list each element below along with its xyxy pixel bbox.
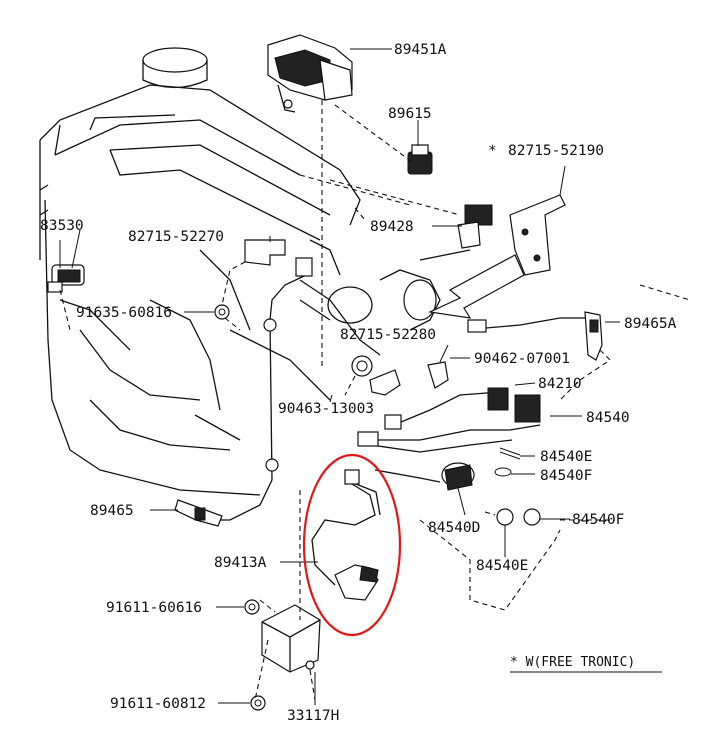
part-91611-60812 (250, 695, 266, 711)
part-83530 (47, 264, 85, 293)
label-89428: 89428 (370, 219, 414, 235)
part-labels: 89451A 89615 * 82715-52190 83530 82715-5… (40, 42, 677, 724)
part-90463-13003 (351, 355, 373, 377)
label-91611-60812: 91611-60812 (110, 696, 206, 712)
label-82715-52190: 82715-52190 (508, 143, 604, 159)
label-90462-07001: 90462-07001 (474, 351, 570, 367)
part-84540E-ring (496, 508, 514, 526)
part-89451A (267, 34, 353, 113)
label-83530: 83530 (40, 218, 84, 234)
leader-lines (59, 48, 620, 705)
part-89413A (311, 469, 381, 601)
label-84540E-upper: 84540E (540, 449, 592, 465)
label-89451A: 89451A (394, 42, 447, 58)
label-89413A: 89413A (214, 555, 267, 571)
label-star: * (488, 143, 497, 159)
part-84540 (357, 424, 541, 453)
part-89465A (467, 311, 603, 361)
part-84540F-ring-lower (523, 508, 541, 526)
label-82715-52270: 82715-52270 (128, 229, 224, 245)
part-91611-60616 (244, 599, 260, 615)
part-33117H (261, 604, 321, 673)
part-84540F-ring (494, 467, 512, 477)
label-90463-13003: 90463-13003 (278, 401, 374, 417)
part-82715-52270 (244, 239, 286, 266)
part-82715-52190 (509, 194, 566, 276)
dashed-guides (59, 100, 691, 701)
label-89465A: 89465A (624, 316, 677, 332)
label-84210: 84210 (538, 376, 582, 392)
part-89615 (407, 144, 433, 175)
label-84540D: 84540D (428, 520, 480, 536)
label-91611-60616: 91611-60616 (106, 600, 202, 616)
footnote: * W(FREE TRONIC) (510, 655, 635, 670)
label-33117H: 33117H (287, 708, 339, 724)
label-84540F-lower: 84540F (572, 512, 624, 528)
label-91635-60816: 91635-60816 (76, 305, 172, 321)
part-82715-52280 (369, 369, 401, 396)
label-89615: 89615 (388, 106, 432, 122)
label-89465: 89465 (90, 503, 134, 519)
part-91635-60816 (214, 304, 230, 320)
highlight-circle (302, 453, 402, 637)
label-84540E-lower: 84540E (476, 558, 528, 574)
part-89465-harness (174, 257, 313, 527)
engine-block (39, 47, 525, 496)
part-89428 (457, 204, 493, 249)
label-84540: 84540 (586, 410, 630, 426)
label-82715-52280: 82715-52280 (340, 327, 436, 343)
part-84540D (374, 462, 475, 491)
label-84540F-upper: 84540F (540, 468, 592, 484)
part-84210 (384, 387, 541, 430)
part-84540E-clip (499, 447, 521, 460)
part-90462-07001 (427, 361, 449, 389)
